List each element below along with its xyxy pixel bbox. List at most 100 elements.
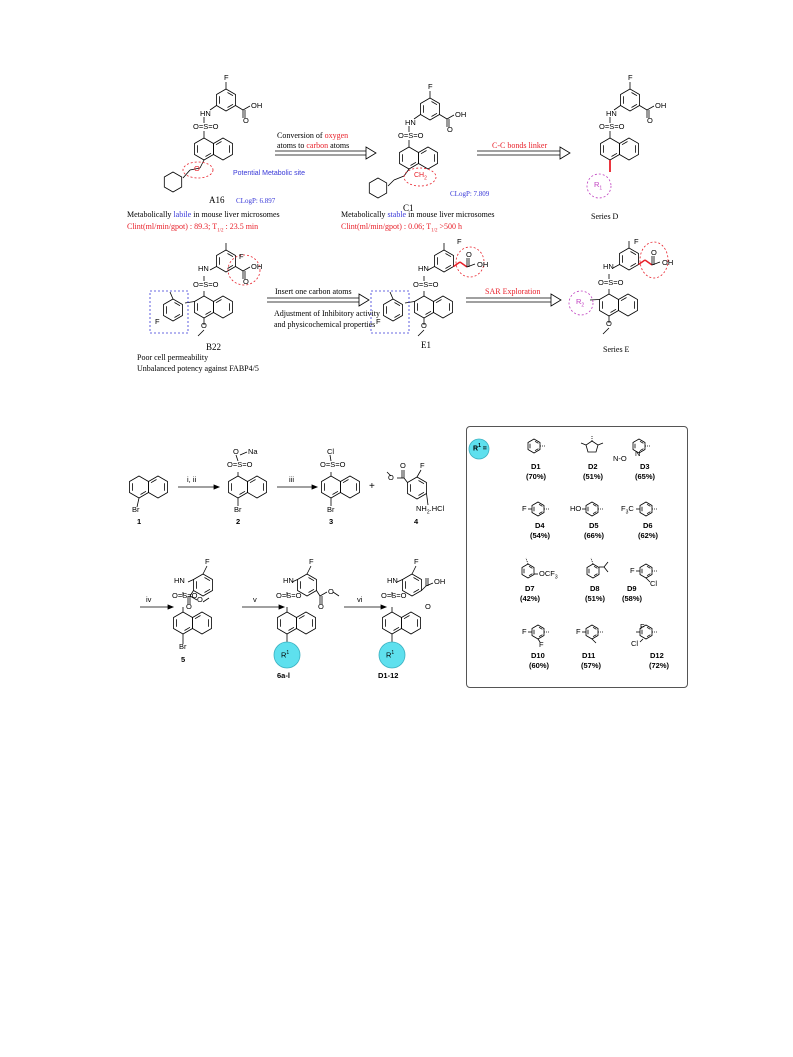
cmpd-6-number: 6a-l (277, 671, 290, 680)
legend-d12-ring (636, 624, 657, 643)
series-d-hn-label: HN (606, 109, 617, 118)
legend-d7-yield: (42%) (520, 594, 541, 603)
cmpd-4-nh2hcl-label: NH2.HCl (416, 504, 445, 516)
c1-name: C1 (403, 203, 414, 213)
scheme-compound-6a-l (277, 565, 340, 642)
legend-d4-yield: (54%) (530, 531, 551, 540)
series-e-r2-label: R2 (576, 297, 585, 309)
step-v-label: v (253, 595, 257, 604)
legend-d11-yield: (57%) (581, 661, 602, 670)
a16-hn-label: HN (200, 109, 211, 118)
d-oh-label: OH (434, 577, 446, 586)
legend-d10-name: D10 (531, 651, 545, 660)
d9-cl-label: Cl (650, 579, 658, 588)
scheme-compound-1 (129, 475, 168, 508)
arrow-3-line-2: Adjustment of Inhibitory activity (274, 309, 380, 318)
series-d-so2-group: O=S=O (599, 122, 625, 131)
series-d-structure (600, 82, 655, 172)
a16-stability: Metabolically labile in mouse liver micr… (127, 210, 280, 219)
a16-metabolic-circle (182, 161, 214, 179)
cmpd-1-number: 1 (137, 517, 142, 526)
cmpd-3-br-label: Br (327, 505, 335, 514)
cmpd-4-number: 4 (414, 517, 419, 526)
legend-d1-yield: (70%) (526, 472, 547, 481)
legend-d1-name: D1 (531, 462, 541, 471)
d-carbonyl-o: O (425, 602, 431, 611)
legend-d8-name: D8 (590, 584, 600, 593)
arrow-1-line-2: atoms to carbon atoms (277, 141, 350, 150)
e1-structure (383, 243, 476, 337)
series-e-acid-circle (639, 241, 669, 279)
legend-d10-yield: (60%) (529, 661, 550, 670)
b22-so2-group: O=S=O (193, 280, 219, 289)
c1-f-label: F (428, 82, 433, 91)
a16-name: A16 (209, 195, 225, 205)
substituent-legend-box (466, 426, 688, 688)
e1-name: E1 (421, 340, 431, 350)
d10-f2-label: F (539, 640, 544, 649)
d-hn-label: HN (387, 576, 398, 585)
cmpd-3-so2-group: O=S=O (320, 460, 346, 469)
legend-d3-name: D3 (640, 462, 650, 471)
b22-note-2: Unbalanced potency against FABP4/5 (137, 364, 259, 373)
a16-clint: Clint(ml/min/gpot) : 89.3; T1/2 : 23.5 m… (127, 222, 259, 234)
cmpd-2-br-label: Br (234, 505, 242, 514)
cmpd-2-na-label: Na (248, 447, 258, 456)
cmpd-5-so2-group: O=S=O (172, 591, 198, 600)
cmpd-5-f-label: F (205, 557, 210, 566)
legend-d6-yield: (62%) (638, 531, 659, 540)
cmpd-5-number: 5 (181, 655, 186, 664)
a16-metabolic-site-label: Potential Metabolic site (233, 170, 305, 177)
scheme-compound-d1-12 (382, 565, 434, 642)
c1-clint: Clint(ml/min/gpot) : 0.06; T1/2 >500 h (341, 222, 462, 234)
e1-aryl-f-label: F (376, 317, 381, 326)
legend-d9-yield: (58%) (622, 594, 643, 603)
c1-stability: Metabolically stable in mouse liver micr… (341, 210, 495, 219)
series-d-name: Series D (591, 212, 619, 221)
cmpd-6-so2-group: O=S=O (276, 591, 302, 600)
series-e-carbonyl-o-label: O (651, 248, 657, 257)
b22-carbonyl-o-label: O (243, 277, 249, 286)
arrow-2 (477, 146, 571, 160)
series-d-carbonyl-o-label: O (647, 116, 653, 125)
step-vi-label: vi (357, 595, 363, 604)
d9-f-label: F (630, 566, 635, 575)
cmpd-3-number: 3 (329, 517, 334, 526)
legend-d6-name: D6 (643, 521, 653, 530)
b22-aryl-f-label: F (155, 317, 160, 326)
d6-cf3-label: F3C (621, 504, 634, 516)
legend-d2-name: D2 (588, 462, 598, 471)
c1-so2-group: O=S=O (398, 131, 424, 140)
cmpd-2-so2-group: O=S=O (227, 460, 253, 469)
b22-hn-label: HN (198, 264, 209, 273)
legend-d5-yield: (66%) (584, 531, 605, 540)
scheme-compound-3 (321, 454, 360, 506)
cmpd-5-carbonyl-o: O (186, 602, 192, 611)
d7-ocf3-label: OCF3 (539, 569, 558, 581)
legend-d3-ring (632, 438, 650, 454)
series-e-structure (589, 241, 661, 335)
series-d-f-label: F (628, 73, 633, 82)
d-f-label: F (414, 557, 419, 566)
r1-circle-d1-12 (378, 641, 406, 669)
cmpd-5-ester-o: O (197, 595, 203, 604)
c1-structure (368, 91, 455, 199)
c1-hn-label: HN (405, 118, 416, 127)
legend-d6-ring (636, 501, 657, 517)
series-e-hn-label: HN (603, 262, 614, 271)
legend-d8-yield: (51%) (585, 594, 606, 603)
plus-sign: + (369, 481, 375, 492)
d-r1-label: R1 (386, 650, 395, 660)
e1-f-label: F (457, 237, 462, 246)
b22-oh-label: OH (251, 262, 263, 271)
legend-d11-ring (582, 624, 603, 644)
b22-name: B22 (206, 342, 222, 352)
scheme-compound-4 (386, 469, 429, 506)
legend-r1-circle (468, 438, 490, 460)
cmpd-6-f-label: F (309, 557, 314, 566)
c1-ch2-label: CH2 (414, 172, 427, 182)
legend-d5-name: D5 (589, 521, 599, 530)
series-d-r1-circle (586, 173, 612, 199)
cmpd-4-ester-o: O (388, 473, 394, 482)
